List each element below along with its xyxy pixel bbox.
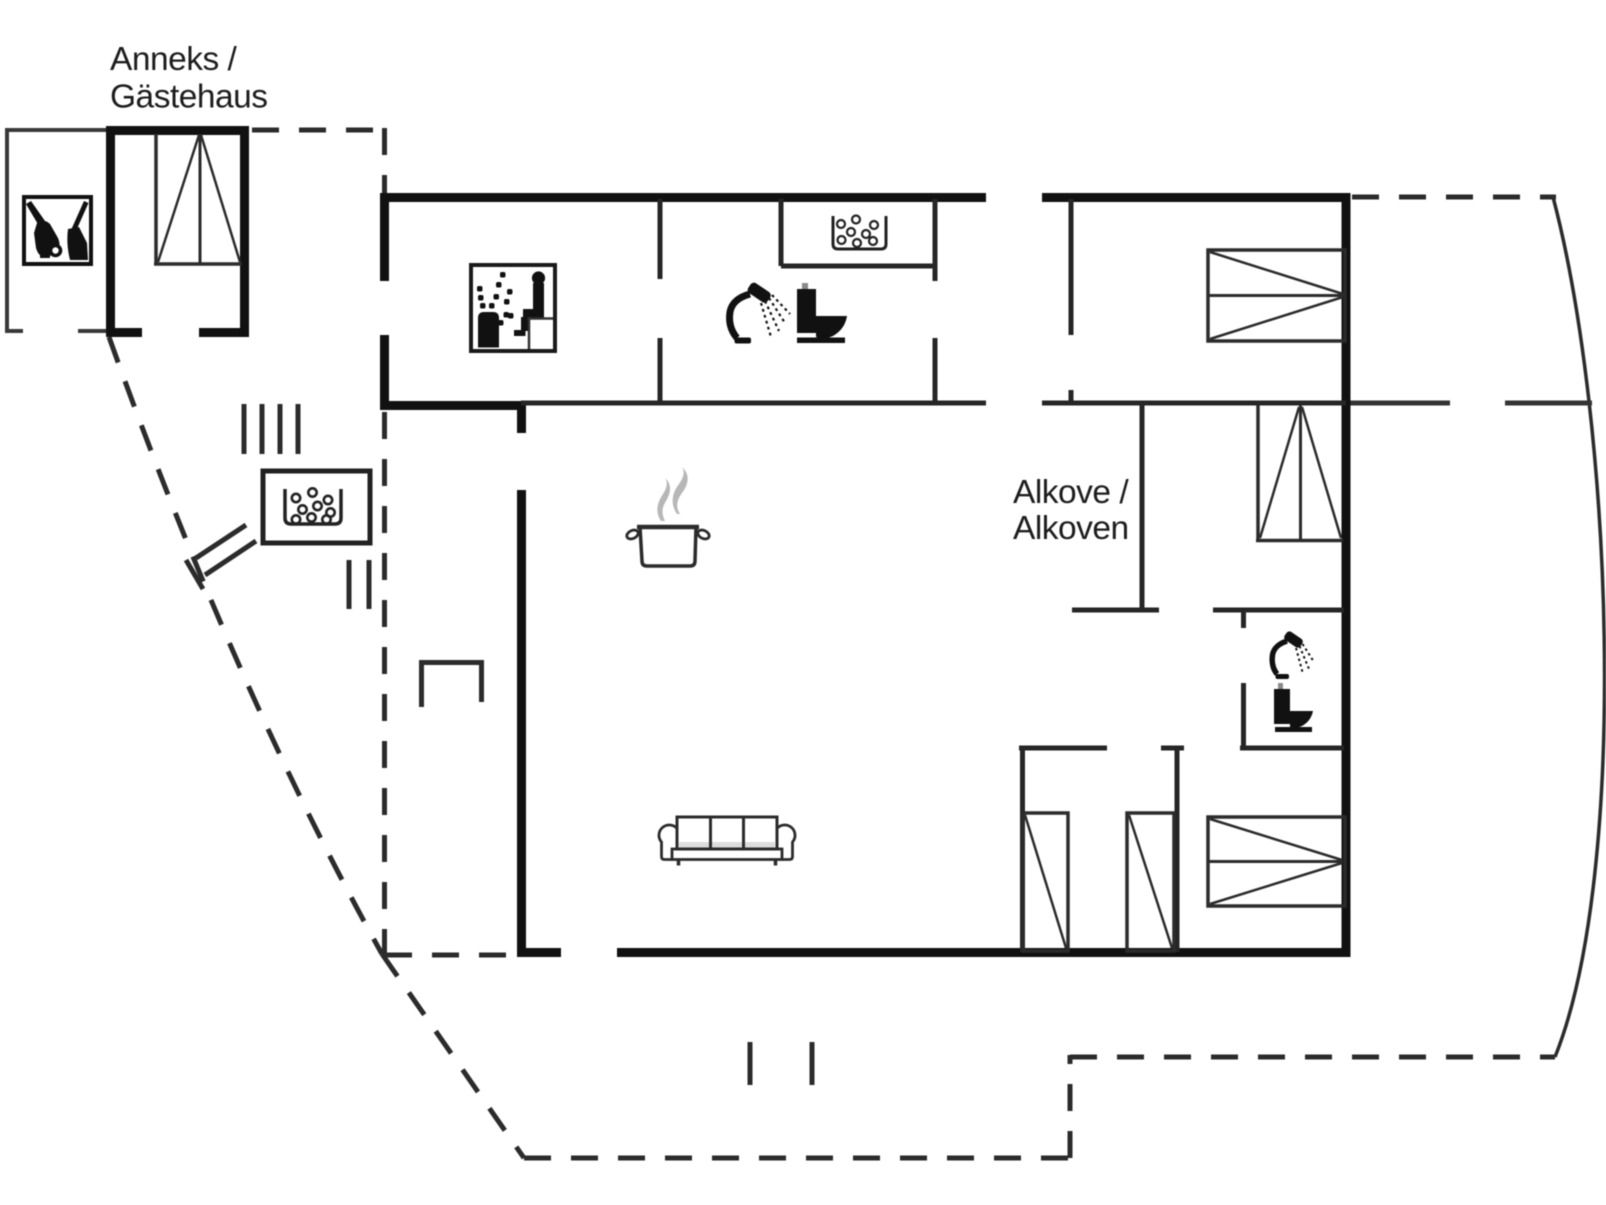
svg-text:Anneks /: Anneks / [110, 41, 238, 78]
svg-text:Alkove /: Alkove / [1013, 474, 1129, 511]
svg-text:Alkoven: Alkoven [1013, 510, 1129, 547]
svg-text:Gästehaus: Gästehaus [110, 79, 268, 116]
